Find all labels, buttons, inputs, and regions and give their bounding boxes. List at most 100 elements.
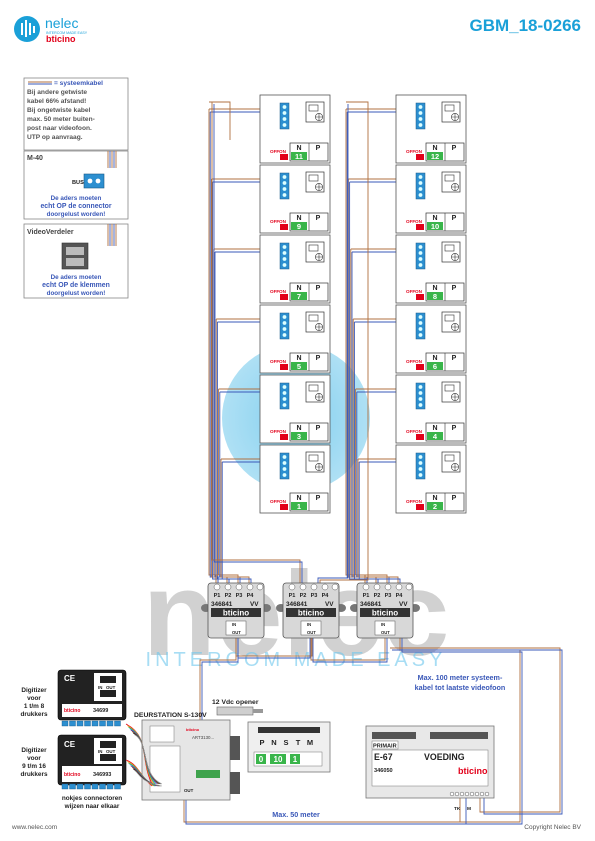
handset-terminal <box>279 312 290 340</box>
videoverdeler-note-2: echt OP de klemmen <box>42 282 110 289</box>
logo-subbrand: bticino <box>46 34 76 44</box>
svg-text:1: 1 <box>293 755 298 764</box>
distributor-port: P3 <box>311 593 318 599</box>
handset-terminal <box>415 172 426 200</box>
psu-model: E-67 <box>374 752 393 762</box>
handset-address-cell <box>427 432 443 440</box>
handset-terminal <box>279 172 290 200</box>
handset-address-cell <box>427 362 443 370</box>
handset-p-label: P <box>316 285 321 292</box>
config-header-s: S <box>283 738 288 747</box>
handset-terminal <box>279 102 290 130</box>
legend-m40: M-40 BUS De aders moeten echt OP de conn… <box>23 150 129 220</box>
handset-address: 9 <box>297 222 301 231</box>
nelec-logo: nelec INTERCOM MADE EASY bticino <box>14 15 88 44</box>
legend-line-6: UTP op aanvraag. <box>27 134 83 141</box>
handset-switch <box>280 294 288 300</box>
handset-address-cell <box>291 222 307 230</box>
psu-title: VOEDING <box>424 752 465 762</box>
door-station-out: OUT <box>184 788 194 793</box>
handset-n-label: N <box>296 215 301 222</box>
handset-off-label: OFF <box>270 359 279 364</box>
config-header-n: N <box>271 738 276 747</box>
handset-off-label: OFF <box>406 149 415 154</box>
max100-note-1: Max. 100 meter systeem- <box>418 673 503 682</box>
door-station-camera <box>149 725 175 743</box>
handset-address-cell <box>291 362 307 370</box>
svg-text:voor: voor <box>27 695 41 702</box>
handset-off-label: OFF <box>270 219 279 224</box>
svg-text:CE: CE <box>64 674 76 683</box>
config-header-t: T <box>296 738 301 747</box>
handset-address-cell <box>427 502 443 510</box>
max100-note-2: kabel tot laatste videofoon <box>415 683 506 692</box>
handset-address-cell <box>427 152 443 160</box>
svg-text:9 t/m 16: 9 t/m 16 <box>22 763 46 770</box>
handset-switch <box>416 504 424 510</box>
handset-off-label: OFF <box>406 429 415 434</box>
handset-address: 4 <box>433 432 438 441</box>
handset-switch <box>416 364 424 370</box>
handset-p-label: P <box>452 495 457 502</box>
wiring <box>183 101 563 825</box>
handset-p-label: P <box>452 215 457 222</box>
distributor-port: P4 <box>247 593 255 599</box>
handset-switch <box>280 224 288 230</box>
digitizer-1-label: Digitizer voor 1 t/m 8 drukkers <box>21 687 48 718</box>
handset-p-label: P <box>452 355 457 362</box>
distributor-vv: VV <box>399 601 408 608</box>
m40-note-1: De aders moeten <box>51 195 102 202</box>
config-value-s <box>290 754 300 764</box>
handset-off-label: OFF <box>270 149 279 154</box>
svg-text:drukkers: drukkers <box>21 711 48 718</box>
handset-switch <box>416 434 424 440</box>
digitizer-2: CE IN OUT bticino 346993 <box>57 734 127 786</box>
handset-address-cell <box>291 502 307 510</box>
m40-bus-label: BUS <box>72 180 84 186</box>
footer-url: www.nelec.com <box>12 824 58 831</box>
max50-note: Max. 50 meter <box>272 810 320 819</box>
document-number: GBM_18-0266 <box>469 16 581 35</box>
legend-line-1: Bij andere getwiste <box>27 89 87 96</box>
handset-off-label: OFF <box>270 429 279 434</box>
distributor-port: P1 <box>289 593 296 599</box>
handset-p-label: P <box>452 425 457 432</box>
door-station-terminal <box>196 770 220 778</box>
handset-on-label: ON <box>415 149 423 154</box>
handset-on-label: ON <box>415 499 423 504</box>
svg-text:drukkers: drukkers <box>21 771 48 778</box>
handset-switch <box>280 434 288 440</box>
svg-text:0: 0 <box>259 755 264 764</box>
handset-switch <box>416 224 424 230</box>
distributor-port: P2 <box>225 593 232 599</box>
psu-tk: TK <box>454 806 461 812</box>
handset-address: 7 <box>297 292 301 301</box>
handset-switch <box>416 154 424 160</box>
watermark-tagline: INTERCOM MADE EASY <box>146 649 447 671</box>
distributor-code: 346841 <box>286 601 308 608</box>
handset-n-label: N <box>296 145 301 152</box>
distributor-port: P4 <box>396 593 404 599</box>
ribbon-cable <box>125 723 162 787</box>
videoverdeler-note-1: De aders moeten <box>51 274 102 281</box>
handset-address-cell <box>291 292 307 300</box>
handset-n-label: N <box>432 215 437 222</box>
handset-on-label: ON <box>415 289 423 294</box>
handset-n-label: N <box>432 285 437 292</box>
legend-title: = systeemkabel <box>54 80 103 87</box>
distributor-port: P1 <box>363 593 370 599</box>
m40-note-2: echt OP de connector <box>40 203 111 210</box>
handset-address: 6 <box>433 362 437 371</box>
config-header-m: M <box>307 738 313 747</box>
handset-p-label: P <box>452 145 457 152</box>
svg-text:Digitizer: Digitizer <box>21 747 47 754</box>
handset-terminal <box>279 452 290 480</box>
legend-line-5: post naar videofoon. <box>27 125 92 132</box>
